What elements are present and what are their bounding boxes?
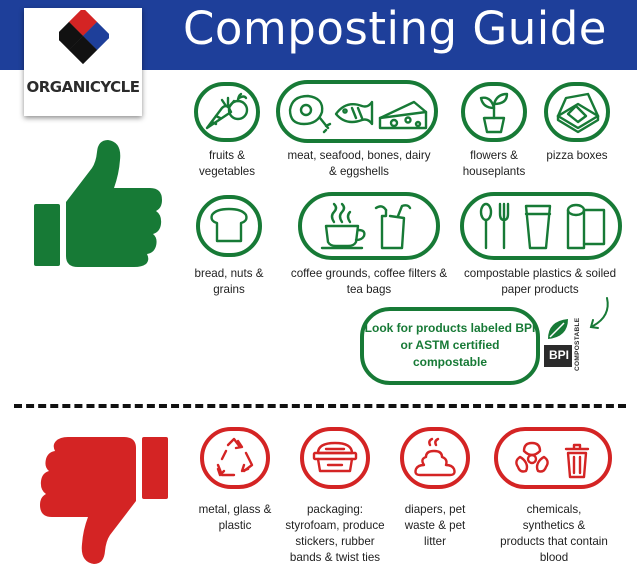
- bpi-word: COMPOSTABLE: [574, 317, 581, 371]
- certification-note: Look for products labeled BPI or ASTM ce…: [360, 307, 540, 385]
- meat-fish-cheese-icon: [276, 80, 438, 143]
- brand-logo: ORGANICYCLE: [24, 8, 142, 116]
- accepted-label: coffee grounds, coffee filters & tea bag…: [290, 267, 448, 296]
- bpi-compostable-logo: BPI COMPOSTABLE: [544, 313, 584, 376]
- rejected-label: packaging: styrofoam, produce stickers, …: [285, 503, 385, 564]
- rejected-label: metal, glass & plastic: [198, 503, 272, 532]
- pizza-box-icon: [544, 82, 610, 142]
- rejected-label: chemicals, synthetics & products that co…: [500, 503, 608, 564]
- plant-icon: [461, 82, 527, 142]
- page-title: Composting Guide: [182, 2, 607, 55]
- curved-arrow-icon: [589, 297, 609, 329]
- accepted-label: pizza boxes: [546, 149, 608, 162]
- thumbs-up-icon: [34, 140, 162, 267]
- accepted-label: bread, nuts & grains: [194, 267, 264, 296]
- coffee-tea-icon: [298, 192, 440, 260]
- accepted-label: flowers & houseplants: [462, 149, 526, 178]
- thumbs-down-icon: [40, 437, 168, 564]
- fruit-vegetable-icon: [194, 82, 260, 142]
- recycle-icon: [200, 427, 270, 489]
- rejected-label: diapers, pet waste & pet litter: [404, 503, 466, 548]
- accepted-label: compostable plastics & soiled paper prod…: [463, 267, 617, 296]
- takeout-container-icon: [300, 427, 370, 489]
- diamond-logo-icon: [59, 10, 109, 65]
- biohazard-trash-icon: [494, 427, 612, 489]
- accepted-label: meat, seafood, bones, dairy & eggshells: [287, 149, 431, 178]
- bpi-mark: BPI: [548, 348, 569, 362]
- bread-icon: [196, 195, 262, 257]
- section-divider: [14, 404, 626, 408]
- accepted-label: fruits & vegetables: [198, 149, 256, 178]
- brand-name: ORGANICYCLE: [26, 78, 140, 96]
- waste-icon: [400, 427, 470, 489]
- utensils-cup-towel-icon: [460, 192, 622, 260]
- bpi-leaf-icon: [544, 313, 574, 371]
